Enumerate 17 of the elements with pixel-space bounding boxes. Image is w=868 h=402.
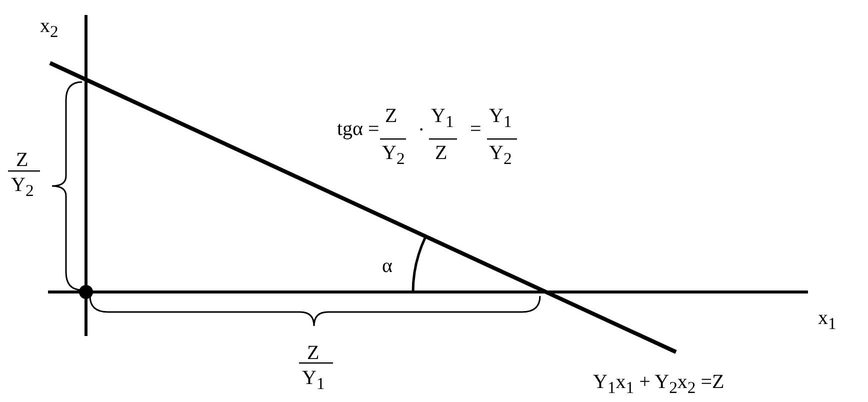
axis-label: x$_{1}$ [818,308,836,333]
fraction-numerator: Z [385,106,398,126]
equals-sign: = [470,119,482,139]
axis-label: x$_{2}$ [40,16,58,41]
formula-text: tgα = [337,119,380,139]
fraction-denominator: Y$_{2}$ [11,175,34,200]
fraction-numerator: Z [16,150,28,170]
fraction-denominator: Y$_{2}$ [489,143,512,168]
equation-text: Y$_{1}$x$_{1}$ + Y$_{2}$x$_{2}$ =Z [593,372,724,397]
angle-label: α [382,256,392,276]
fraction-numerator: Y$_{1}$ [431,106,454,131]
multiplication-dot: · [418,120,425,140]
fraction-numerator: Y$_{1}$ [489,106,512,131]
fraction-denominator: Z [435,143,448,163]
fraction-denominator: Y$_{2}$ [382,143,405,168]
fraction-denominator: Y$_{1}$ [302,368,325,393]
fraction-numerator: Z [307,343,320,363]
